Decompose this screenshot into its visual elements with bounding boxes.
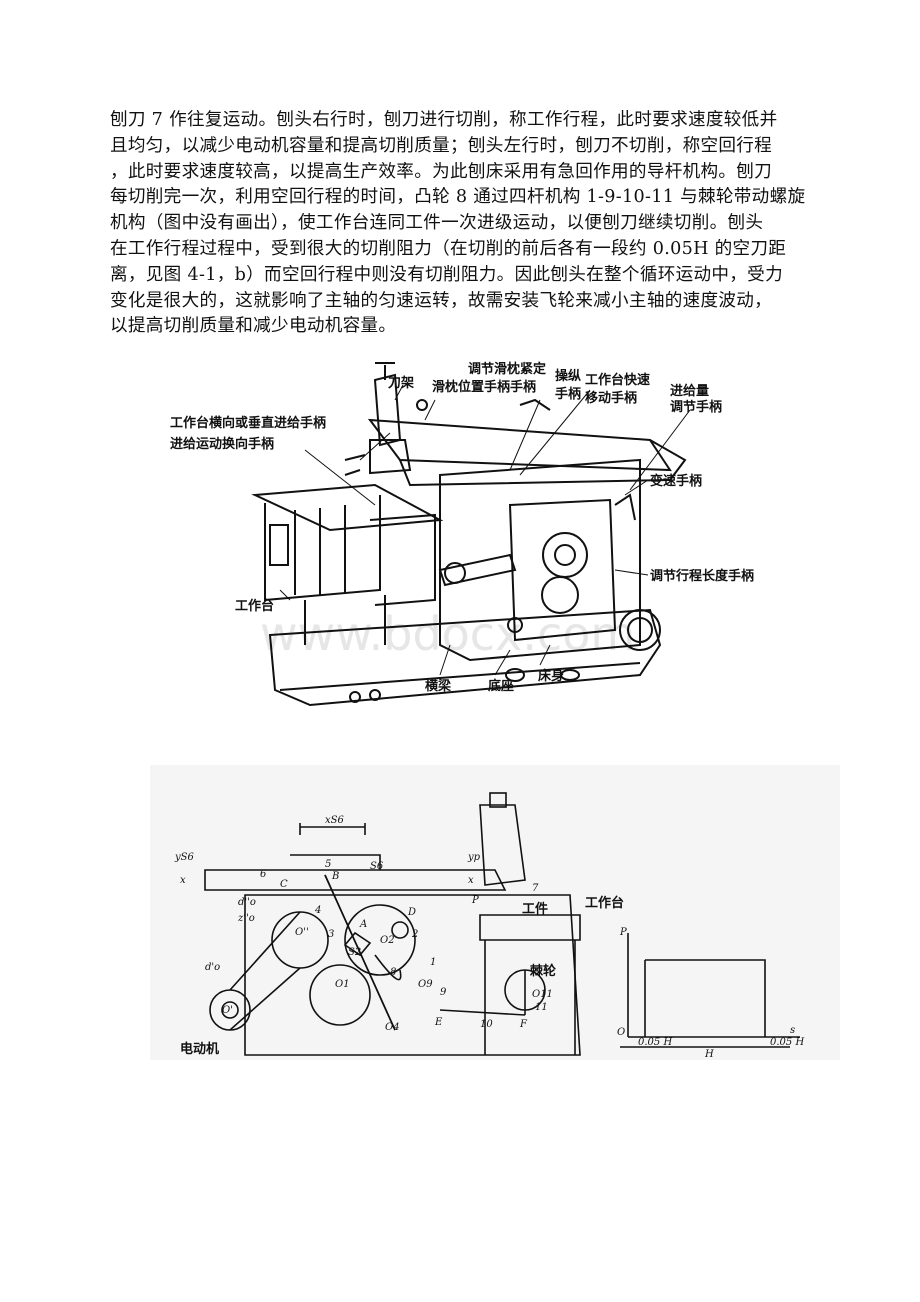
fig2-ys6: yS6 [174,852,195,863]
fig2-S2: S2 [348,947,361,958]
fig2-S6: S6 [370,861,384,872]
schematic-lines [204,792,800,1056]
fig2-D: D [407,907,416,918]
fig2-O11: O11 [532,989,553,1000]
fig2-x-right: x [468,875,474,886]
label-control-1: 操纵 [555,368,581,384]
leader-lines [279,384,691,676]
label-feed-2: 调节手柄 [670,399,722,415]
fig2-E: E [434,1017,443,1028]
fig2-O9: O9 [418,979,433,990]
fig2-B: B [331,871,339,882]
plot-005H-right: 0.05 H [770,1037,804,1048]
plot-P: P [619,927,627,938]
fig2-workpiece: 工件 [522,901,548,917]
shaper-machine-figure: www.bdocx.com [170,361,754,707]
label-table-fast-2: 移动手柄 [585,390,637,406]
fig2-n9: 9 [440,987,447,998]
label-speed-change: 变速手柄 [650,473,702,489]
label-stroke-length: 调节行程长度手柄 [650,568,754,584]
label-control-2: 手柄 [555,386,581,402]
fig2-zo2: z''o [237,913,255,924]
plot-s: s [790,1025,795,1036]
plot-005H-left: 0.05 H [638,1037,672,1048]
fig2-xs6: xS6 [325,815,344,826]
label-ram-position: 滑枕位置手柄手柄 [432,379,536,395]
fig2-n5: 5 [325,859,331,870]
label-feed-1: 进给量 [670,383,709,399]
machine-bed [439,458,661,662]
fig2-yp: yp [467,852,481,863]
fig2-O0: O' [222,1005,233,1016]
fig2-do1: d'o [205,962,220,973]
label-feed-reverse: 进给运动换向手柄 [170,436,274,452]
fig2-n7: 7 [532,883,539,894]
fig2-n4: 4 [314,905,321,916]
fig2-do2: d''o [238,897,256,908]
fig2-O2: O2 [380,935,395,946]
label-tool-holder: 刀架 [388,375,414,391]
label-table-fast-1: 工作台快速 [585,372,650,388]
fig2-C: C [280,879,288,890]
label-table-feed: 工作台横向或垂直进给手柄 [170,415,326,431]
fig2-n8: 8 [390,967,396,978]
fig2-n3: 3 [328,929,334,940]
fig2-A: A [359,919,367,930]
ram [367,398,687,487]
fig2-n1: 1 [430,957,436,968]
fig2-table: 工作台 [585,895,624,911]
body-paragraph: 刨刀 7 作往复运动。刨头右行时，刨刀进行切削，称工作行程，此时要求速度较低并 … [110,110,806,337]
work-table [251,483,444,645]
machine-base [268,608,662,707]
fig2-n10: 10 [480,1019,493,1030]
plot-O: O [617,1027,625,1038]
fig2-F: F [519,1019,528,1030]
fig2-O1: O1 [335,979,350,990]
fig2-n2: 2 [411,929,418,940]
plot-H: H [704,1049,714,1060]
fig2-n11: 11 [535,1002,548,1013]
label-base: 底座 [488,678,514,694]
label-ram-lock: 调节滑枕紧定 [468,361,546,377]
fig2-n6: 6 [260,869,267,880]
fig2-x-left: x [180,875,186,886]
fig2-P: P [471,895,479,906]
fig2-O2pp: O'' [295,927,309,938]
label-crossbeam: 横梁 [425,678,452,694]
fig2-ratchet: 棘轮 [530,963,556,979]
label-table: 工作台 [235,598,274,614]
tool-head [344,362,412,476]
handle-rod [438,553,517,587]
fig2-motor: 电动机 [180,1041,219,1057]
fig2-O4: O4 [385,1022,400,1033]
label-bed: 床身 [538,668,564,684]
mechanism-schematic-figure: xS6 yS6 yp x x 6 5 C B S6 7 P 工件 工作台 4 3… [150,765,840,1060]
